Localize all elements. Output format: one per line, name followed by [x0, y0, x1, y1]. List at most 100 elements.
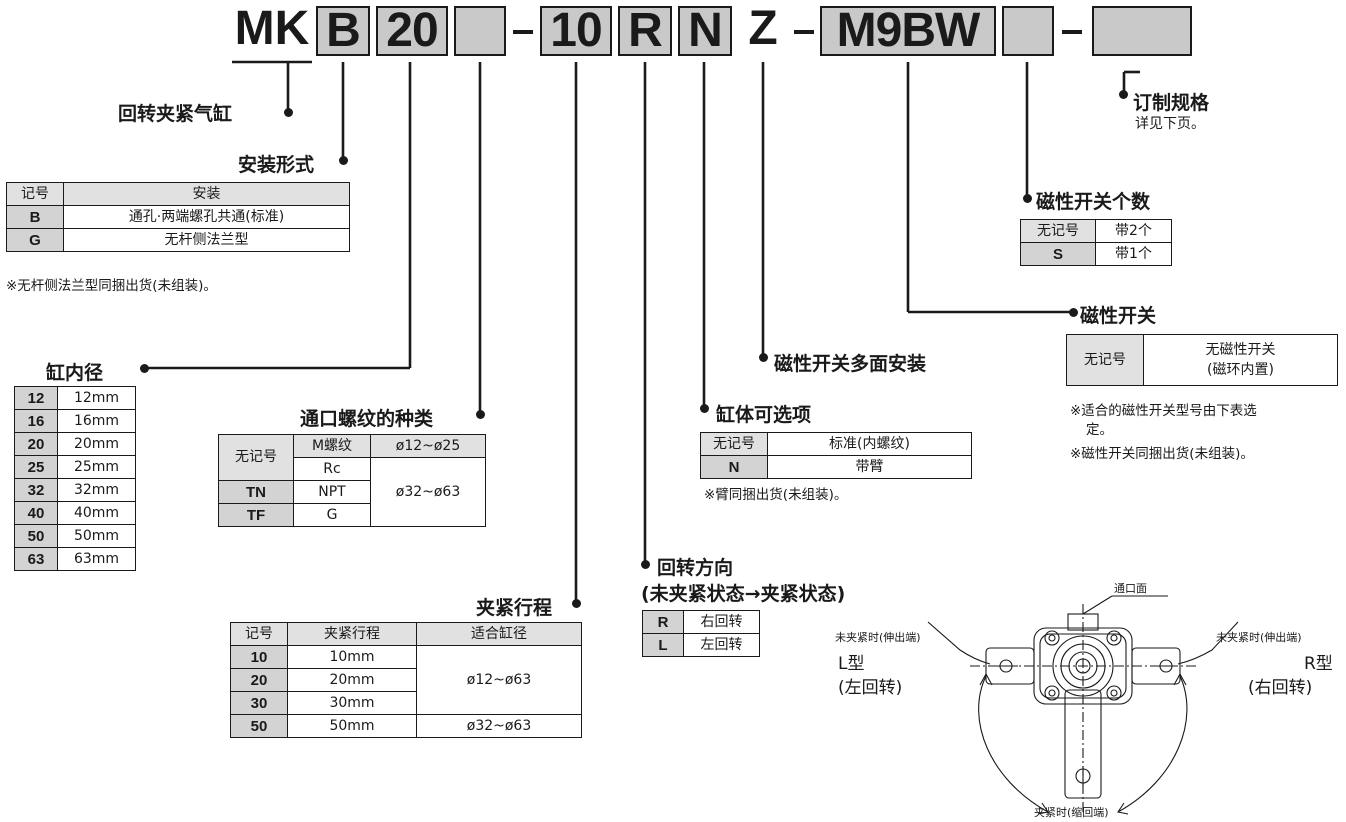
- switch-desc-line2: (磁环内置): [1207, 362, 1274, 378]
- switch-qty-code: 无记号: [1020, 219, 1096, 243]
- option-desc: 标准(内螺纹): [767, 432, 972, 456]
- mounting-code: G: [6, 228, 64, 252]
- port-title: 通口螺纹的种类: [300, 408, 434, 430]
- connector-dot: [1023, 194, 1032, 203]
- switch-note2: ※磁性开关同捆出货(未组装)。: [1070, 446, 1254, 462]
- connector-dot: [759, 353, 768, 362]
- connector-dot: [284, 108, 293, 117]
- stroke-code: 10: [230, 645, 288, 669]
- code-mount-box: B: [316, 6, 370, 56]
- switch-note1b: 定。: [1086, 422, 1113, 438]
- code-stroke-box: 10: [540, 6, 612, 56]
- bore-code: 16: [14, 409, 58, 433]
- code-rotation-box: R: [618, 6, 672, 56]
- port-code: TF: [218, 503, 294, 527]
- port-code: TN: [218, 480, 294, 504]
- bore-title: 缸内径: [46, 362, 104, 384]
- bore-desc: 50mm: [57, 524, 136, 548]
- bore-code: 12: [14, 386, 58, 410]
- connector-dot: [572, 599, 581, 608]
- custom-title: 订制规格: [1133, 92, 1210, 114]
- connector-dot: [700, 404, 709, 413]
- code-bore-box: 20: [376, 6, 448, 56]
- bore-desc: 20mm: [57, 432, 136, 456]
- mounting-table: 记号 安装 B 通孔·两端螺孔共通(标准) G 无杆侧法兰型: [6, 182, 350, 252]
- stroke-table: 记号 夹紧行程 适合缸径 10 10mm ø12~ø63 20 20mm 30 …: [230, 622, 582, 738]
- bore-desc: 40mm: [57, 501, 136, 525]
- left-dir-label: (左回转): [838, 678, 903, 698]
- code-prefix: MK: [234, 2, 310, 55]
- code-switch-qty-box: [1002, 6, 1054, 56]
- option-desc: 带臂: [767, 455, 972, 479]
- rotation-code: R: [642, 610, 684, 634]
- switch-qty-title: 磁性开关个数: [1036, 191, 1151, 213]
- cylinder-label: 回转夹紧气缸: [118, 103, 233, 125]
- port-range: ø12~ø25: [370, 434, 486, 458]
- left-type-label: L型: [838, 654, 865, 674]
- port-type: NPT: [293, 480, 371, 504]
- switch-desc-line1: 无磁性开关: [1205, 342, 1276, 358]
- code-dash: [794, 30, 814, 34]
- code-dash: [1062, 30, 1082, 34]
- code-option-box: N: [678, 6, 732, 56]
- stroke-value: 30mm: [287, 691, 417, 715]
- right-type-label: R型: [1304, 654, 1333, 674]
- mounting-desc: 无杆侧法兰型: [63, 228, 350, 252]
- option-code: N: [700, 455, 768, 479]
- rotation-figure: [927, 595, 1239, 815]
- stroke-header-stroke: 夹紧行程: [287, 622, 417, 646]
- rotation-desc: 左回转: [683, 633, 760, 657]
- stroke-header-code: 记号: [230, 622, 288, 646]
- bore-desc: 32mm: [57, 478, 136, 502]
- bore-desc: 12mm: [57, 386, 136, 410]
- connector-dot: [476, 410, 485, 419]
- rotation-desc: 右回转: [683, 610, 760, 634]
- switch-qty-desc: 带2个: [1095, 219, 1172, 243]
- option-title: 缸体可选项: [716, 404, 812, 426]
- code-switch-box: M9BW: [820, 6, 996, 56]
- connector-dot: [641, 560, 650, 569]
- rotation-sub: (未夹紧状态→夹紧状态): [641, 583, 846, 605]
- bore-code: 20: [14, 432, 58, 456]
- port-code: 无记号: [218, 434, 294, 481]
- port-type: Rc: [293, 457, 371, 481]
- clamp-label: 夹紧时(缩回端): [1034, 806, 1109, 819]
- stroke-bore: ø32~ø63: [416, 714, 582, 738]
- mounting-note: ※无杆侧法兰型同捆出货(未组装)。: [6, 278, 217, 294]
- code-custom-box: [1092, 6, 1192, 56]
- code-multi-mount: Z: [748, 2, 778, 55]
- left-unclamp-label: 未夹紧时(伸出端): [835, 631, 921, 644]
- mounting-desc: 通孔·两端螺孔共通(标准): [63, 205, 350, 229]
- switch-qty-desc: 带1个: [1095, 242, 1172, 266]
- switch-desc: 无磁性开关 (磁环内置): [1143, 334, 1338, 386]
- port-range: ø32~ø63: [370, 457, 486, 527]
- mounting-header-code: 记号: [6, 182, 64, 206]
- bore-desc: 25mm: [57, 455, 136, 479]
- switch-note1: ※适合的磁性开关型号由下表选: [1070, 403, 1257, 419]
- bore-code: 40: [14, 501, 58, 525]
- stroke-code: 30: [230, 691, 288, 715]
- code-dash: [513, 30, 533, 34]
- stroke-value: 20mm: [287, 668, 417, 692]
- switch-title: 磁性开关: [1080, 305, 1157, 327]
- connector-dot: [1119, 90, 1128, 99]
- bore-code: 25: [14, 455, 58, 479]
- mounting-code: B: [6, 205, 64, 229]
- right-unclamp-label: 未夹紧时(伸出端): [1216, 631, 1302, 644]
- rotation-title: 回转方向: [657, 557, 734, 579]
- mounting-title: 安装形式: [238, 154, 315, 176]
- bore-desc: 16mm: [57, 409, 136, 433]
- stroke-bore: ø12~ø63: [416, 645, 582, 715]
- multi-mount-title: 磁性开关多面安装: [774, 353, 927, 375]
- connector-dot: [140, 364, 149, 373]
- right-dir-label: (右回转): [1248, 678, 1313, 698]
- stroke-value: 50mm: [287, 714, 417, 738]
- connector-dot: [1069, 308, 1078, 317]
- stroke-value: 10mm: [287, 645, 417, 669]
- bore-code: 63: [14, 547, 58, 571]
- custom-sub: 详见下页。: [1135, 116, 1205, 132]
